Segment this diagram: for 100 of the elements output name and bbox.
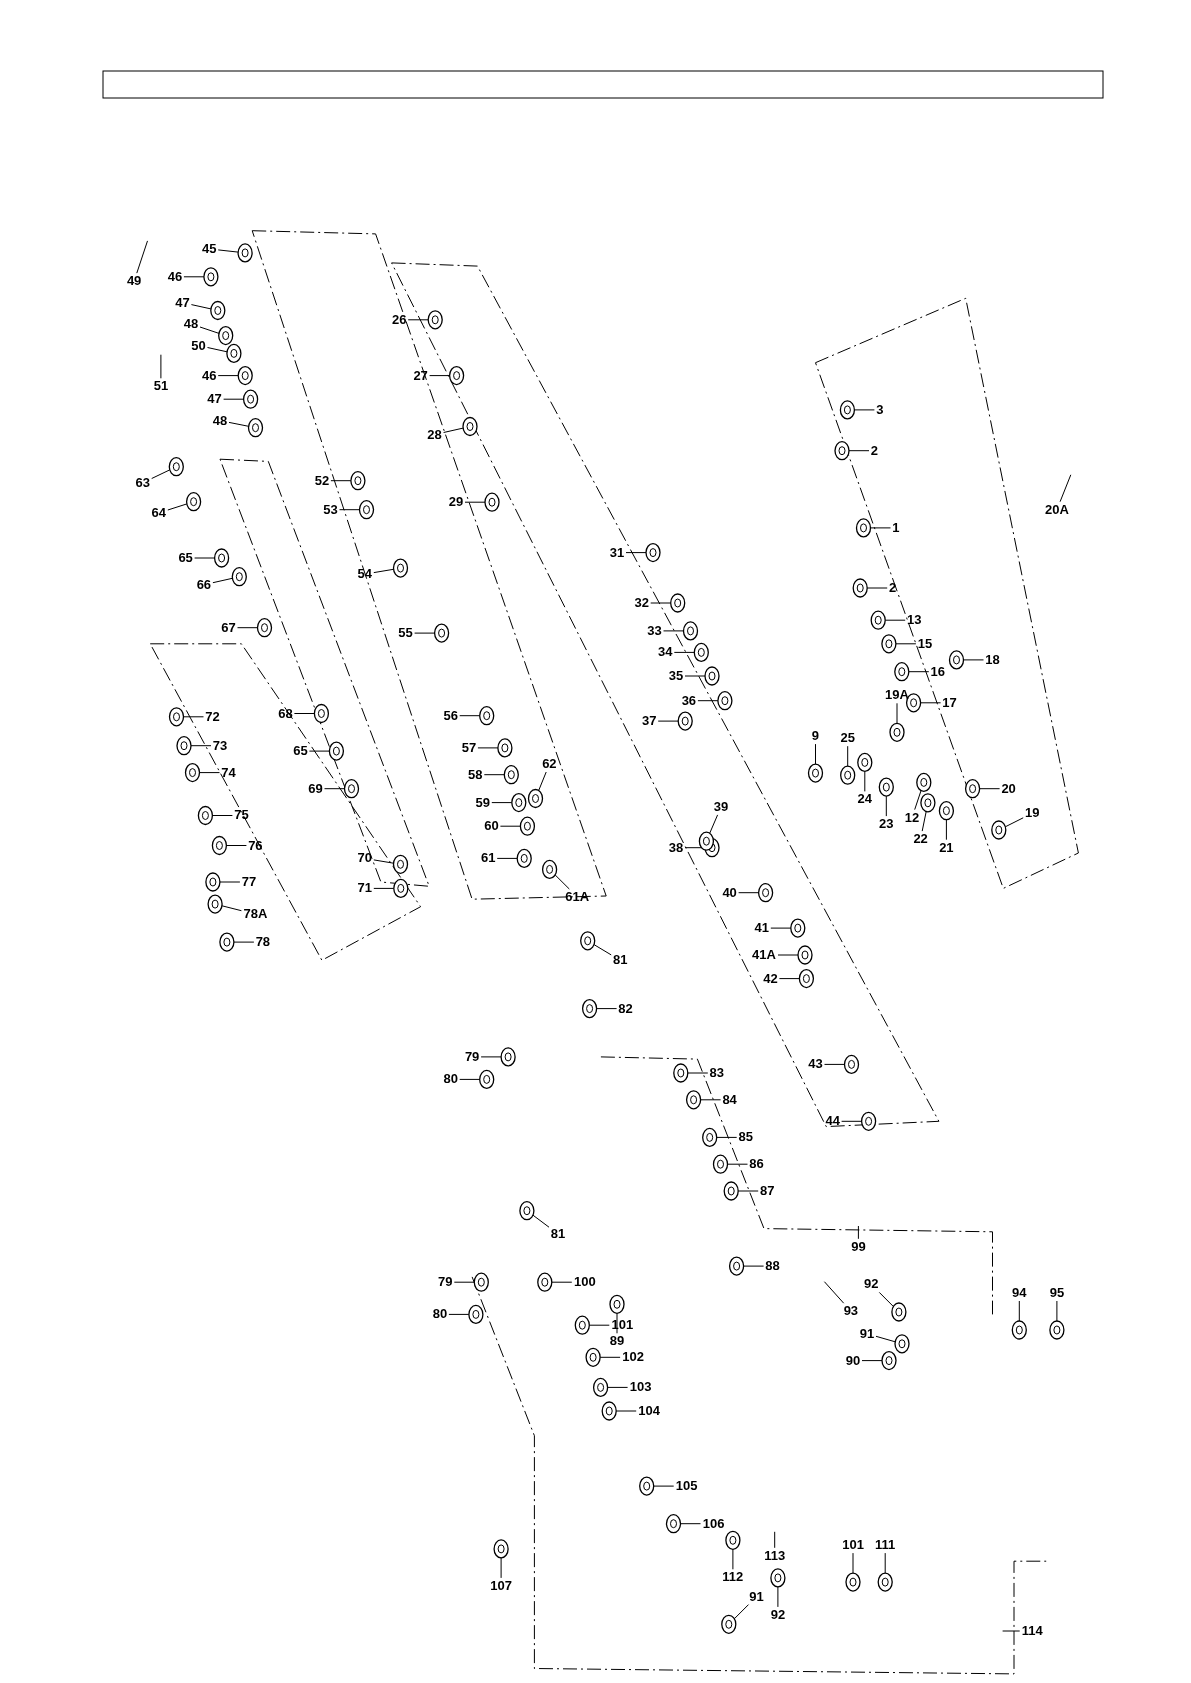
leader-line xyxy=(373,568,394,574)
part-drawing xyxy=(256,618,273,638)
leader-line xyxy=(920,702,942,704)
part-drawing xyxy=(891,1302,907,1322)
part-drawing xyxy=(670,593,686,613)
part-drawing xyxy=(601,1401,617,1421)
part-drawing xyxy=(698,831,715,851)
part-drawing xyxy=(704,666,720,686)
callout-number: 65 xyxy=(293,744,308,759)
leader-line xyxy=(857,1225,859,1240)
leader-line xyxy=(225,845,247,846)
leader-line xyxy=(884,619,906,621)
leader-line xyxy=(190,304,212,310)
leader-line xyxy=(151,469,171,479)
part-drawing xyxy=(717,691,733,711)
callout-number: 84 xyxy=(722,1092,737,1107)
leader-line xyxy=(217,375,239,377)
callout-number: 42 xyxy=(763,971,778,986)
callout-number: 99 xyxy=(851,1239,866,1254)
callout-number: 3 xyxy=(876,402,884,417)
part-drawing xyxy=(358,500,375,520)
callout-number: 57 xyxy=(461,740,477,755)
part-drawing xyxy=(497,738,513,758)
leader-line xyxy=(496,857,518,859)
part-drawing xyxy=(205,872,221,892)
leader-line xyxy=(483,774,505,776)
leader-line xyxy=(228,421,250,427)
leader-line xyxy=(815,743,816,765)
callout-number: 89 xyxy=(609,1334,625,1349)
leader-line xyxy=(491,802,513,804)
leader-line xyxy=(847,745,849,767)
callout-number: 104 xyxy=(638,1404,660,1418)
leader-line xyxy=(896,702,898,724)
leader-line xyxy=(183,276,205,278)
callout-number: 20A xyxy=(1044,502,1069,517)
callout-number: 26 xyxy=(391,312,407,327)
callout-number: 27 xyxy=(413,368,428,383)
callout-number: 46 xyxy=(202,368,217,383)
part-drawing xyxy=(203,267,219,287)
callout-number: 69 xyxy=(308,781,323,796)
part-drawing xyxy=(877,1572,893,1592)
leader-line xyxy=(650,602,672,604)
callout-number: 75 xyxy=(234,808,249,823)
leader-line xyxy=(221,905,242,912)
callout-number: 76 xyxy=(248,838,263,853)
part-drawing xyxy=(168,707,185,727)
callout-number: 19A xyxy=(885,688,909,703)
leader-line xyxy=(823,1281,845,1304)
leader-line xyxy=(237,627,258,629)
callout-number: 49 xyxy=(126,274,142,289)
part-drawing xyxy=(247,418,264,438)
leader-line xyxy=(743,1265,765,1267)
leader-line xyxy=(774,1531,776,1549)
part-drawing xyxy=(479,706,495,726)
callout-number: 103 xyxy=(629,1380,652,1395)
part-drawing xyxy=(448,365,465,386)
callout-number: 72 xyxy=(205,709,220,724)
leader-line xyxy=(852,1552,854,1574)
callout-number: 61A xyxy=(565,890,590,904)
leader-line xyxy=(853,409,875,411)
part-drawing xyxy=(207,894,223,914)
callout-number: 25 xyxy=(840,731,855,746)
leader-line xyxy=(190,745,212,747)
callout-number: 48 xyxy=(212,413,228,428)
part-drawing xyxy=(852,578,868,598)
leader-line xyxy=(308,750,330,752)
callout-number: 93 xyxy=(843,1304,859,1319)
callout-number: 34 xyxy=(658,645,673,660)
callout-number: 32 xyxy=(634,596,649,610)
part-drawing xyxy=(211,835,228,856)
part-drawing xyxy=(798,968,815,989)
callout-number: 46 xyxy=(167,269,183,284)
callout-number: 111 xyxy=(875,1538,896,1553)
part-drawing xyxy=(580,931,596,951)
callout-number: 51 xyxy=(153,379,169,394)
part-drawing xyxy=(585,1347,601,1367)
callout-number: 41 xyxy=(754,921,770,936)
leader-line xyxy=(864,770,866,792)
callout-number: 38 xyxy=(668,840,684,855)
leader-line xyxy=(167,503,188,511)
callout-number: 44 xyxy=(825,1114,840,1129)
part-drawing xyxy=(725,1530,741,1550)
leader-line xyxy=(293,713,315,714)
part-drawing xyxy=(581,998,598,1019)
leader-line xyxy=(663,630,684,632)
callout-number: 106 xyxy=(702,1516,725,1531)
part-drawing xyxy=(226,343,242,364)
callout-number: 36 xyxy=(681,693,697,708)
callout-number: 47 xyxy=(207,392,222,407)
part-drawing xyxy=(770,1568,786,1588)
part-drawing xyxy=(242,389,259,409)
part-drawing xyxy=(213,548,230,568)
callout-number: 74 xyxy=(221,765,236,780)
leader-line xyxy=(429,375,451,377)
leader-line xyxy=(212,577,233,584)
leader-line xyxy=(727,1163,748,1165)
callout-number: 63 xyxy=(135,475,150,490)
callout-number: 114 xyxy=(1021,1623,1043,1638)
part-drawing xyxy=(537,1272,553,1292)
callout-number: 21 xyxy=(939,840,954,855)
